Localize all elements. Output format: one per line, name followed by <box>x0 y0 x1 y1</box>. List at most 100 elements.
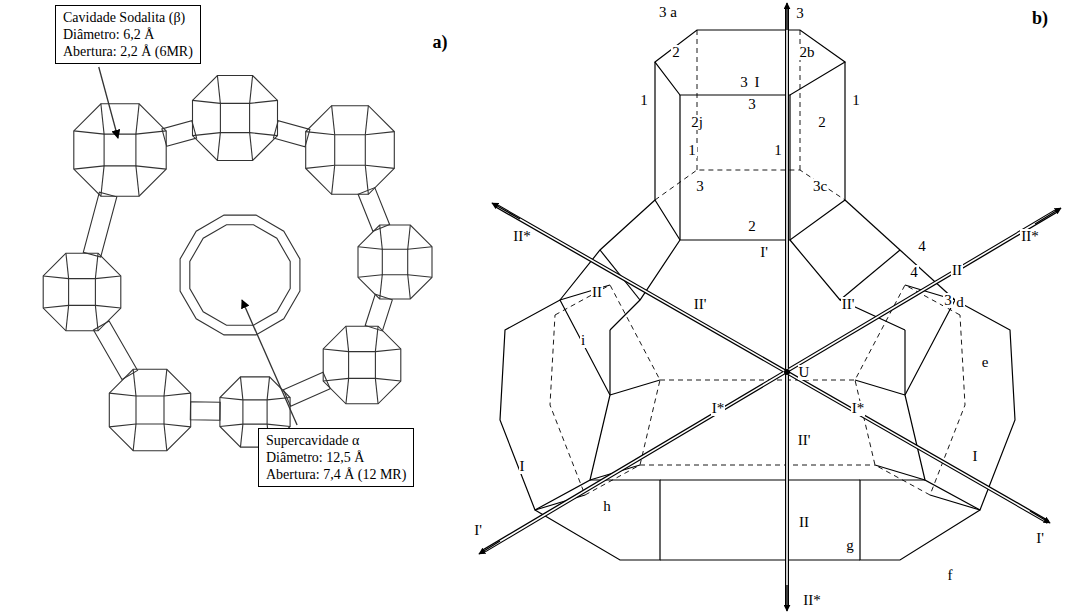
cage-edge <box>43 305 68 308</box>
cavity-name: Supercavidade α <box>266 432 406 449</box>
axis-arrow <box>786 585 787 611</box>
cage-edge <box>346 378 349 403</box>
cage-edge <box>95 305 120 308</box>
twelve-ring <box>180 215 300 335</box>
site-label: 2b <box>799 45 816 60</box>
panel-letter: a) <box>432 33 449 51</box>
cage-ring <box>243 400 267 424</box>
site-label: 3 <box>739 75 749 90</box>
cage-edge <box>306 165 335 168</box>
cage-edge <box>408 275 432 278</box>
cage-edge <box>43 276 68 279</box>
cage-edge <box>332 165 335 194</box>
cage-edge <box>660 479 860 480</box>
cage-edge <box>267 377 269 400</box>
site-label: 3c <box>812 179 828 194</box>
cage-edge <box>375 378 378 403</box>
cage-edge <box>250 133 278 136</box>
prism-edge <box>904 330 905 395</box>
axis-line <box>497 206 1046 521</box>
cage-edge <box>220 397 243 399</box>
cage-edge <box>101 166 104 196</box>
cage-edge <box>164 369 167 396</box>
site-label: II <box>591 285 603 300</box>
faujasite-framework <box>43 76 432 451</box>
cage-edge <box>860 480 980 560</box>
cage-edge <box>220 424 243 426</box>
cage-edge <box>240 424 242 447</box>
cage-edge <box>250 76 253 104</box>
prism-edge <box>875 465 925 480</box>
leader-arrow <box>242 300 297 425</box>
cage-edge <box>250 133 253 161</box>
axis-line <box>484 211 1056 551</box>
cage-edge <box>358 275 382 278</box>
cage-ring <box>136 396 164 424</box>
site-label: i <box>580 333 586 348</box>
prism-edge <box>609 330 610 395</box>
axis-ends <box>479 3 1061 611</box>
cage-edge <box>136 166 139 196</box>
cage-edge <box>365 132 394 135</box>
site-label: I' <box>759 245 769 260</box>
site-label: II <box>951 263 963 278</box>
cage-edge <box>74 166 104 169</box>
hexagonal-prism <box>365 294 392 331</box>
site-label: 1 <box>851 93 861 108</box>
site-dot <box>784 369 790 375</box>
site-label: h <box>602 499 612 514</box>
axis-inner <box>484 8 1056 605</box>
cage-edge <box>164 424 191 427</box>
cage-edge <box>375 326 378 351</box>
hidden-edge <box>660 380 855 381</box>
site-label: I <box>754 75 761 90</box>
cage-edge <box>610 240 680 330</box>
hexagonal-prism <box>162 121 197 147</box>
site-label: 3 a <box>658 5 678 20</box>
cavity-property: Diâmetro: 6,2 Å <box>63 26 193 43</box>
cage-edge <box>375 378 400 381</box>
cage-edge <box>408 225 411 249</box>
axis-arrow <box>479 541 500 554</box>
axis-line <box>482 210 1058 552</box>
cage-edge <box>250 100 278 103</box>
prism-edge <box>654 62 655 200</box>
site-label: II' <box>797 433 812 448</box>
prism-edge <box>679 95 680 240</box>
site-label: 2j <box>690 115 704 130</box>
hexagonal-prism <box>94 321 138 379</box>
axis-arrow <box>1035 208 1061 224</box>
prism-edge <box>789 95 790 240</box>
sodalite-cage <box>358 225 432 299</box>
site-label: 3 <box>943 293 953 308</box>
sodalite-cage <box>43 253 121 331</box>
cage-edge <box>133 424 136 451</box>
cage-edge <box>375 349 400 352</box>
site-label: 2 <box>747 219 757 234</box>
site-label: 2 <box>671 45 681 60</box>
sodalite-cage <box>193 76 278 161</box>
site-label: 3 <box>795 6 805 21</box>
site-label: I* <box>711 401 726 416</box>
site-label: e <box>981 355 990 370</box>
cage-edge <box>164 424 167 451</box>
axis-arrow <box>492 203 520 219</box>
cage-ring <box>335 135 366 166</box>
cavity-property: Abertura: 2,2 Å (6MR) <box>63 43 193 60</box>
prism-edge <box>844 62 845 200</box>
cage-edge <box>660 559 860 560</box>
cage-ring <box>382 249 407 274</box>
prism-edge <box>560 285 610 300</box>
site-label: 3 <box>695 179 705 194</box>
hexagonal-prism <box>358 188 390 232</box>
prism-edge <box>930 495 980 510</box>
leader-arrow <box>99 67 118 138</box>
axis-outer <box>482 6 1058 607</box>
site-label: 2 <box>817 115 827 130</box>
site-label: 1 <box>639 93 649 108</box>
cage-edge <box>217 76 220 104</box>
cage-edge <box>790 240 905 330</box>
sodalite-cage <box>306 106 395 195</box>
cage-edge <box>136 166 166 169</box>
